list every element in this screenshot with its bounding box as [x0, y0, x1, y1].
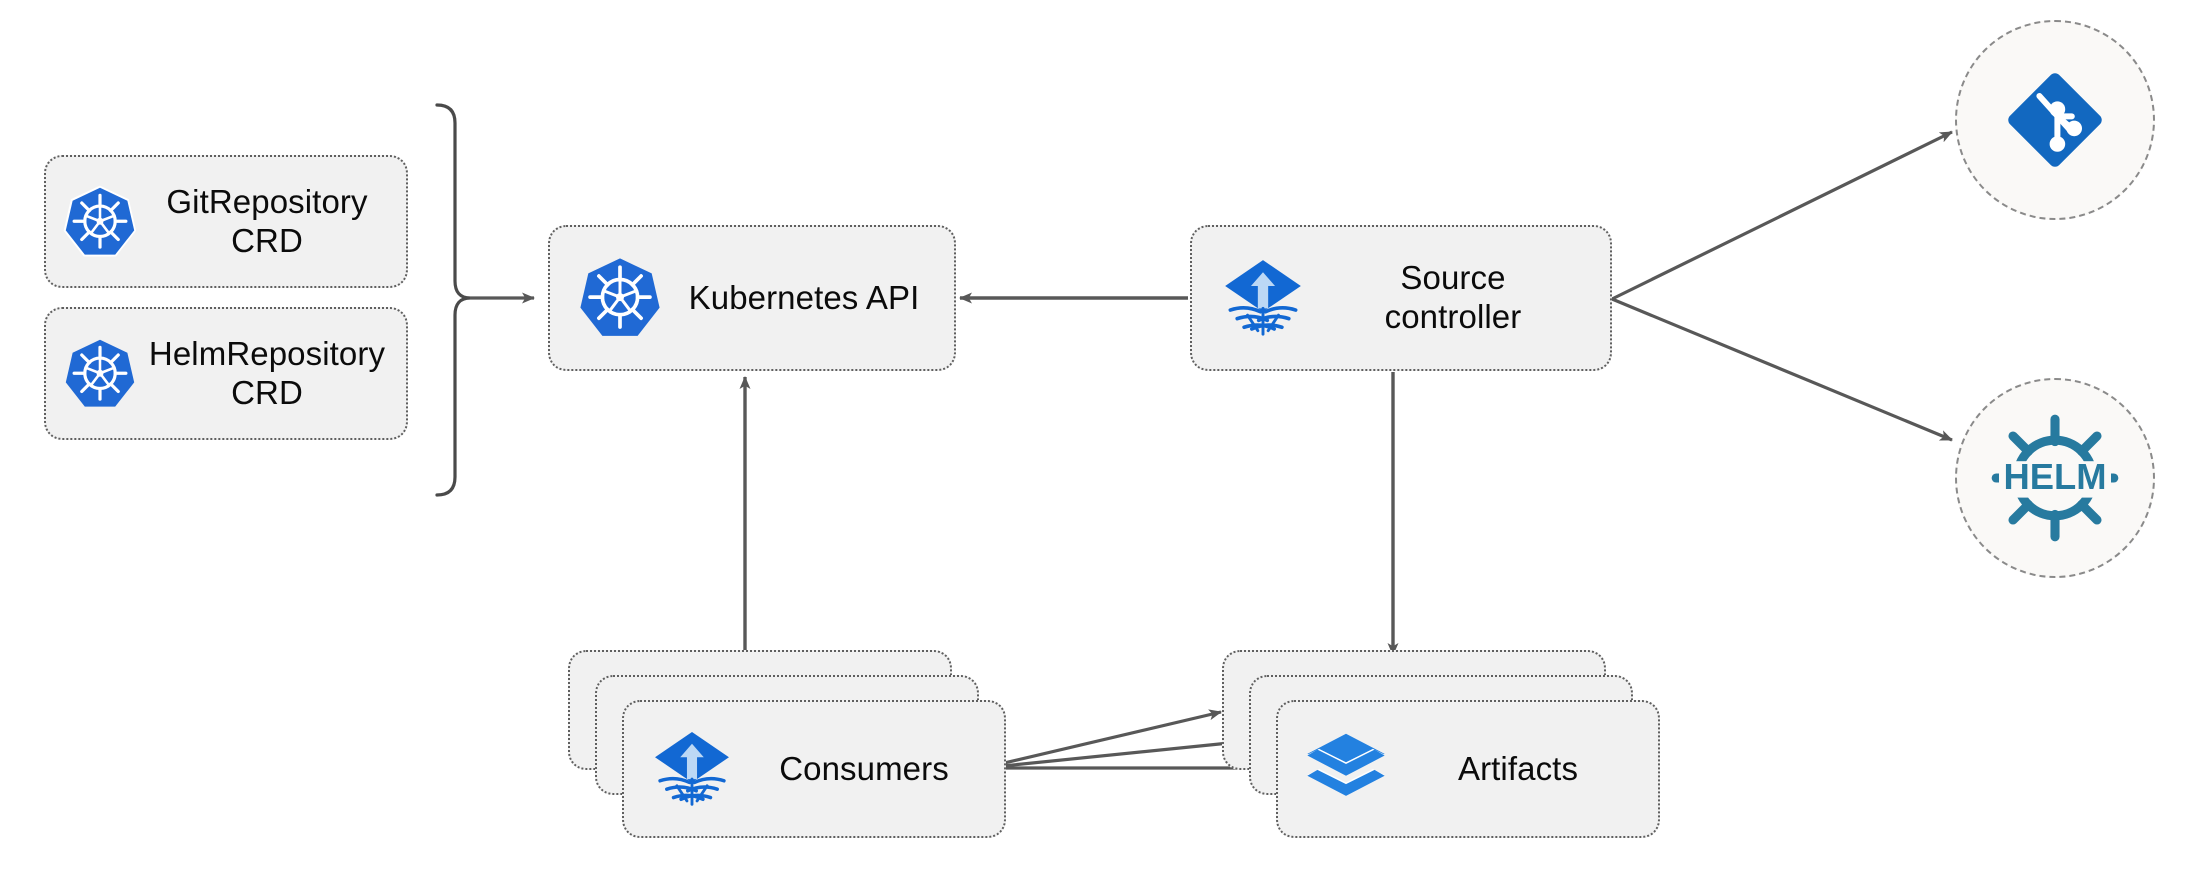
arrow-consumers-to-artifacts-middle [982, 736, 1250, 770]
node-label: Source controller [1384, 259, 1522, 335]
kubernetes-icon [62, 336, 138, 412]
node-label: Consumers [779, 749, 949, 787]
node-source-controller[interactable]: Source controller [1190, 225, 1612, 371]
crd-group-bracket [435, 103, 471, 497]
arrow-source-controller-to-git [1611, 130, 1953, 301]
arrow-source-controller-to-helm [1611, 297, 1953, 442]
kubernetes-icon [576, 254, 664, 342]
helm-icon: HELM [1985, 408, 2125, 548]
node-artifacts[interactable]: Artifacts [1276, 700, 1660, 838]
node-label: GitRepository CRD [166, 182, 368, 259]
node-consumers[interactable]: Consumers [622, 700, 1006, 838]
node-label: HelmRepository CRD [148, 334, 386, 411]
node-git-repository-crd[interactable]: GitRepository CRD [44, 155, 408, 288]
node-git-provider[interactable] [1955, 20, 2155, 220]
layers-icon [1304, 727, 1388, 811]
node-label: Artifacts [1457, 749, 1579, 787]
kubernetes-icon [62, 184, 138, 260]
node-kubernetes-api[interactable]: Kubernetes API [548, 225, 956, 371]
flux-icon [1220, 255, 1306, 341]
arrow-consumers-to-artifacts-back [982, 709, 1222, 770]
git-icon [1995, 60, 2115, 180]
helm-wordmark: HELM [2003, 456, 2106, 497]
node-label: Kubernetes API [688, 278, 920, 316]
node-helm-repository-crd[interactable]: HelmRepository CRD [44, 307, 408, 440]
node-helm-provider[interactable]: HELM [1955, 378, 2155, 578]
flux-icon [650, 727, 734, 811]
